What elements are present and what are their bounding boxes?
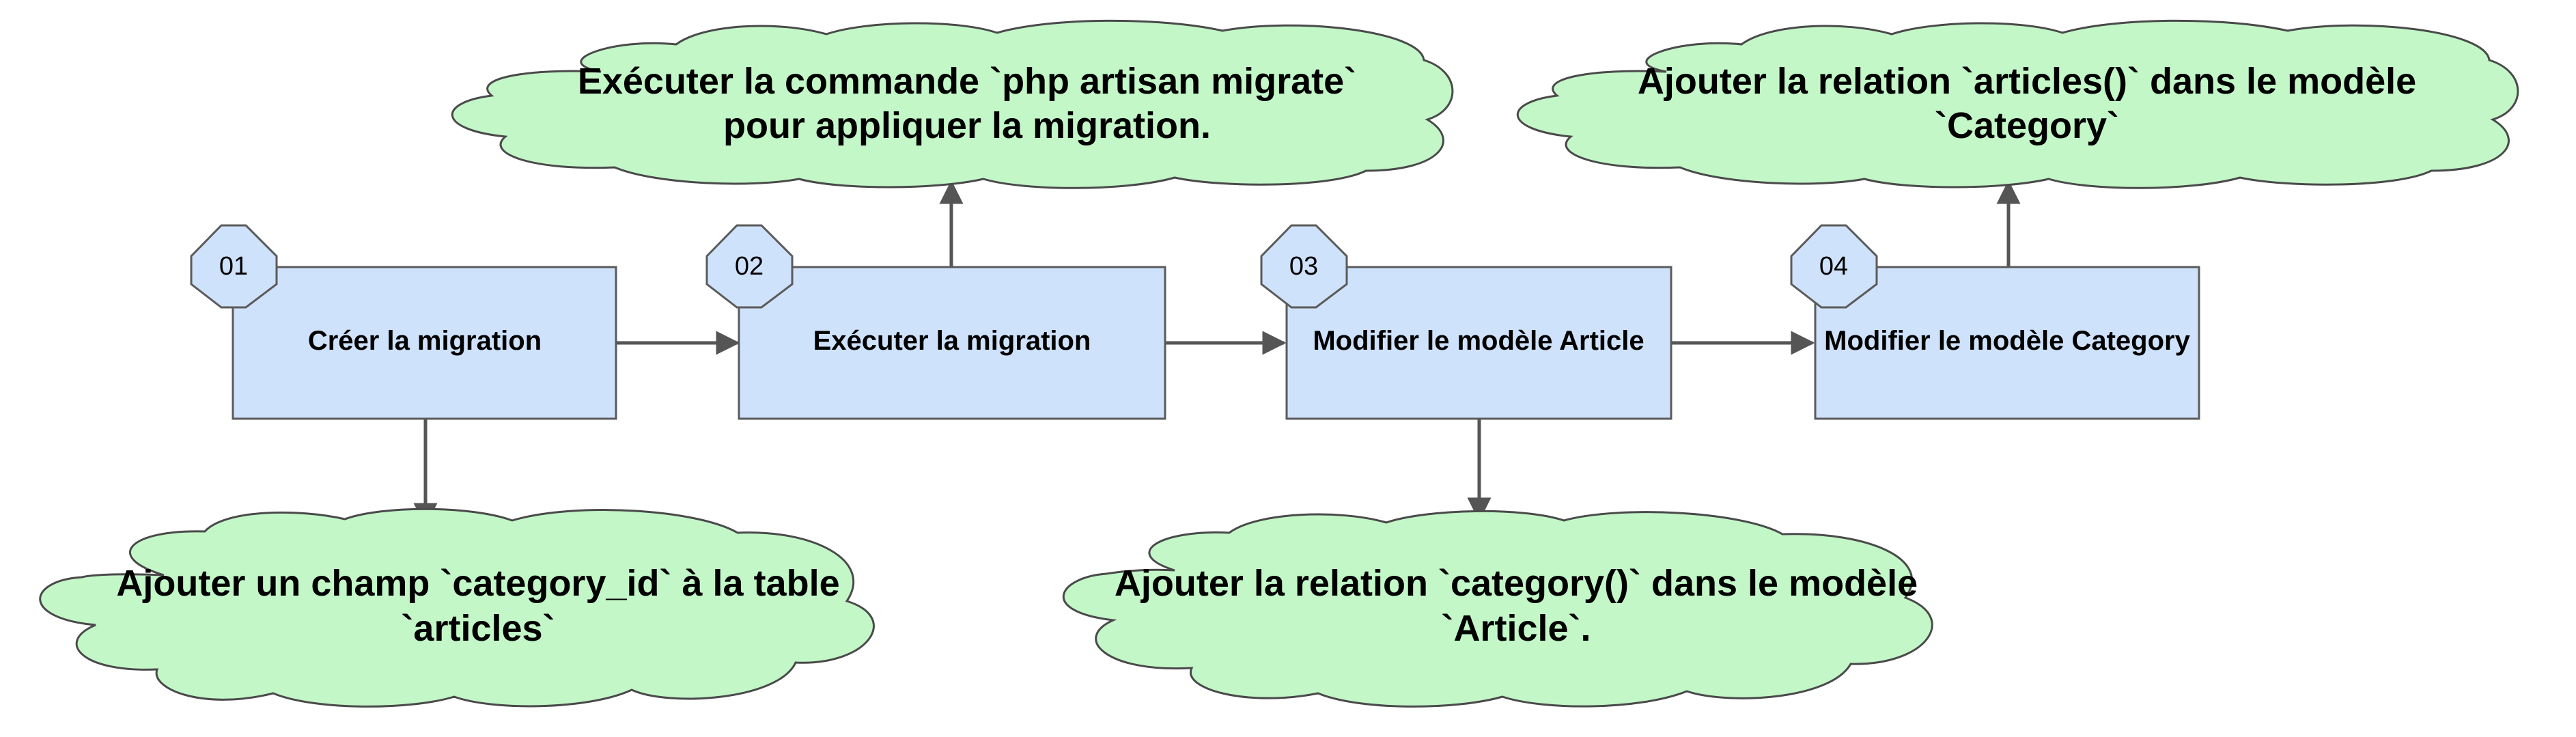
- note-cloud-1: Ajouter un champ `category_id` à la tabl…: [39, 507, 875, 708]
- octagon-badge: [190, 224, 278, 309]
- note-cloud-4: Ajouter la relation `articles()` dans le…: [1516, 19, 2519, 189]
- note-4-line-1: Ajouter la relation `articles()` dans le…: [1638, 61, 2416, 102]
- octagon-badge: [705, 224, 794, 309]
- step-box: [1814, 266, 2200, 420]
- step-3: Modifier le modèle Article: [1285, 266, 1672, 420]
- step-box: [738, 266, 1166, 420]
- step-1-number: 01: [219, 252, 248, 281]
- step-4-label: Modifier le modèle Category: [1824, 326, 2190, 356]
- note-1-line-2: `articles`: [401, 608, 555, 649]
- note-cloud-2: Exécuter la commande `php artisan migrat…: [451, 19, 1454, 189]
- step-number-badge-4: 04: [1790, 224, 1878, 309]
- step-number-badge-1: 01: [190, 224, 278, 309]
- note-2-line-2: pour appliquer la migration.: [723, 105, 1211, 146]
- step-number-badge-2: 02: [705, 224, 794, 309]
- step-2-label: Exécuter la migration: [813, 326, 1091, 356]
- step-3-number: 03: [1289, 252, 1318, 281]
- step-1-label: Créer la migration: [308, 326, 542, 356]
- connectors: [413, 180, 2021, 527]
- note-3-line-1: Ajouter la relation `category()` dans le…: [1115, 563, 1918, 604]
- note-1-line-1: Ajouter un champ `category_id` à la tabl…: [116, 563, 839, 604]
- cloud-shape: [1063, 510, 1933, 708]
- step-4-number: 04: [1819, 252, 1848, 281]
- step-number-badge-3: 03: [1260, 224, 1348, 309]
- octagon-badge: [1790, 224, 1878, 309]
- note-cloud-3: Ajouter la relation `category()` dans le…: [1063, 510, 1933, 708]
- step-3-label: Modifier le modèle Article: [1313, 326, 1644, 356]
- step-1: Créer la migration: [232, 266, 617, 420]
- cloud-shape: [39, 507, 875, 708]
- octagon-badge: [1260, 224, 1348, 309]
- step-2-number: 02: [735, 252, 764, 281]
- step-box: [232, 266, 617, 420]
- step-4: Modifier le modèle Category: [1814, 266, 2200, 420]
- cloud-shape: [1516, 19, 2519, 189]
- step-box: [1285, 266, 1672, 420]
- note-4-line-2: `Category`: [1935, 105, 2119, 146]
- cloud-shape: [451, 19, 1454, 189]
- note-2-line-1: Exécuter la commande `php artisan migrat…: [578, 61, 1356, 102]
- step-2: Exécuter la migration: [738, 266, 1166, 420]
- note-3-line-2: `Article`.: [1441, 608, 1591, 649]
